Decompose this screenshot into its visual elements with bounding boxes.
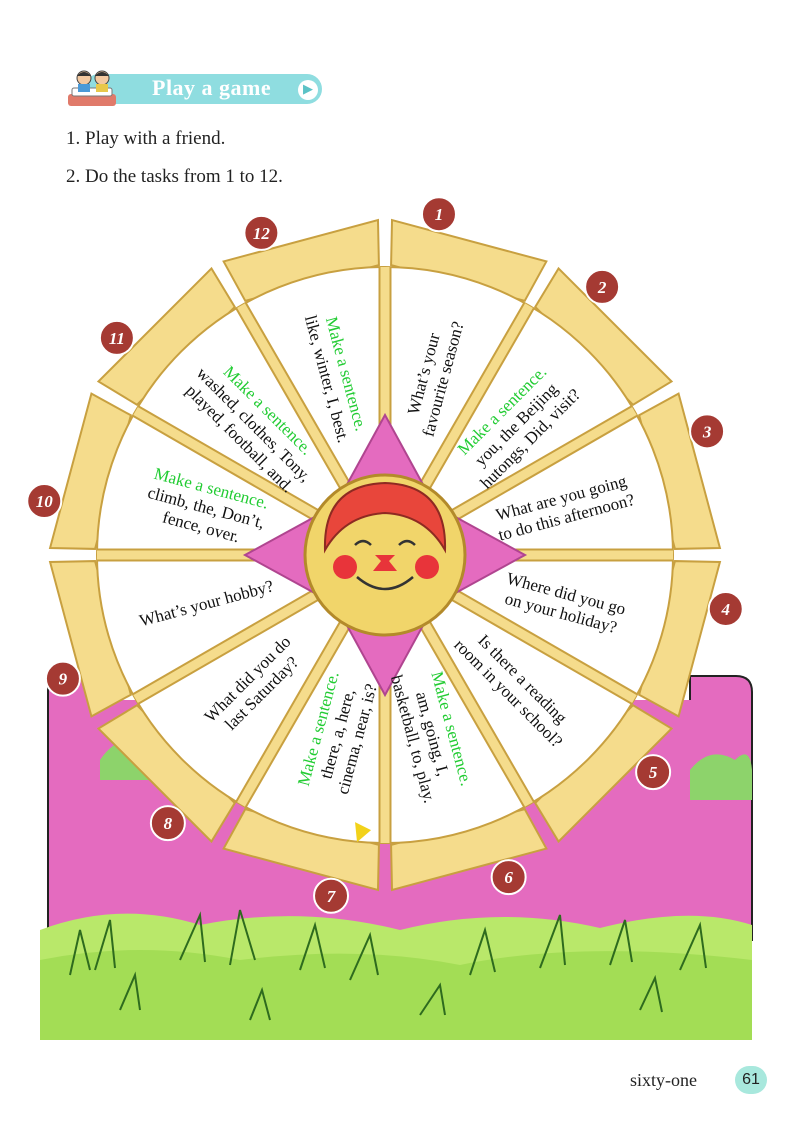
pointer-arrow-icon (355, 822, 372, 843)
segment-number: 12 (253, 224, 271, 243)
wheel-spoke-fill (133, 407, 318, 519)
segment-number: 4 (721, 600, 731, 619)
rim-block (637, 560, 722, 718)
wheel-spoke-fill (452, 407, 637, 519)
segment-number: 1 (435, 205, 444, 224)
segment-number: 11 (109, 329, 125, 348)
segment-number: 2 (597, 278, 607, 297)
rim-block (533, 266, 674, 407)
children-reading-icon (68, 70, 116, 106)
wheel-spoke-fill (421, 622, 533, 807)
rim-block (48, 560, 133, 718)
wheel-spoke-fill (237, 622, 349, 807)
segment-number: 3 (702, 422, 712, 441)
rim-block (222, 807, 380, 892)
segment-number-badge: 5 (635, 754, 672, 791)
banner-bar (84, 74, 322, 104)
grass (40, 909, 752, 1040)
rim-block (390, 218, 548, 303)
rim-block (222, 218, 380, 303)
rim-block (390, 807, 548, 892)
segment-number: 7 (327, 887, 337, 906)
segment-number-badge: 9 (44, 660, 81, 697)
section-banner: Play a game ▶ (62, 66, 324, 110)
smiley-face-icon (323, 481, 447, 591)
wheel-spoke-fill (237, 303, 349, 488)
segment-number: 5 (649, 763, 658, 782)
segment-number-badge: 12 (243, 214, 280, 251)
segment-number: 8 (164, 814, 173, 833)
banner-title: Play a game (152, 75, 272, 100)
segment-number-badge: 10 (26, 483, 63, 520)
instruction-2: 2. Do the tasks from 1 to 12. (66, 166, 283, 187)
instruction-1: 1. Play with a friend. (66, 128, 226, 149)
page-number-badge: 61 (735, 1066, 767, 1094)
segment-number-badge: 8 (149, 805, 186, 842)
segment-number: 10 (36, 492, 54, 511)
wheel-spoke-fill (133, 591, 318, 703)
rim-block (48, 392, 133, 550)
rim-block (96, 703, 237, 844)
wheel-spoke-fill (452, 591, 637, 703)
segment-number: 9 (59, 670, 68, 689)
segment-number-badge: 2 (584, 268, 621, 305)
segment-number-badge: 4 (707, 590, 744, 627)
play-arrow-icon: ▶ (298, 80, 318, 100)
wheel-spoke-fill (421, 303, 533, 488)
segment-number-badge: 11 (98, 319, 135, 356)
page-number-words: sixty-one (630, 1070, 697, 1090)
rim-block (533, 703, 674, 844)
segment-number-badge: 7 (313, 877, 350, 914)
segment-number-badge: 6 (490, 859, 527, 896)
rim-block (637, 392, 722, 550)
segment-number: 6 (504, 868, 513, 887)
rim-block (96, 266, 237, 407)
segment-number-badge: 3 (689, 413, 726, 450)
segment-number-badge: 1 (420, 196, 457, 233)
